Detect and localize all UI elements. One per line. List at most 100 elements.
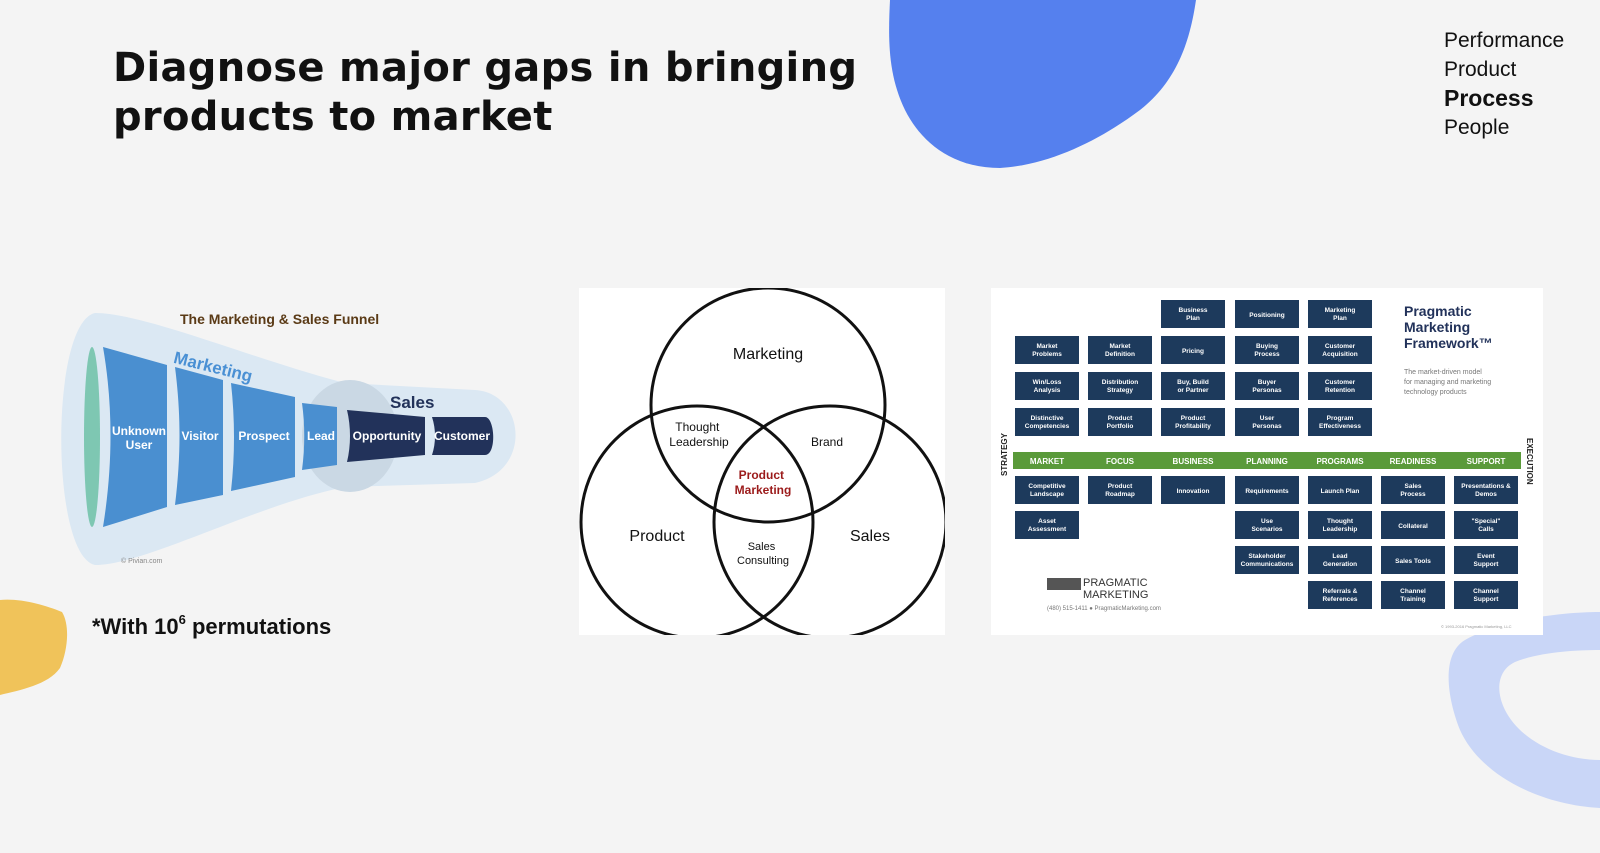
sales-consulting-line-1: Sales — [748, 541, 776, 553]
unknown-user-line-2: User — [126, 438, 153, 452]
logo-line-1: PRAGMATIC — [1083, 577, 1148, 589]
stage-visitor — [175, 367, 223, 505]
framework-box-line: Market — [1037, 343, 1059, 350]
framework-box-bg — [1454, 546, 1518, 574]
framework-box-line: Thought — [1327, 518, 1354, 525]
column-label: FOCUS — [1106, 457, 1135, 466]
thought-leadership-line-1: Thought — [675, 420, 720, 434]
column-label: PLANNING — [1246, 457, 1288, 466]
framework-box-line: Leadership — [1323, 526, 1358, 533]
title-line-2: products to market — [113, 94, 553, 140]
framework-box-label: Collateral — [1398, 523, 1428, 530]
framework-box-bg — [1015, 336, 1079, 364]
nav-item-product[interactable]: Product — [1444, 58, 1517, 81]
framework-box-line: or Partner — [1177, 387, 1209, 394]
framework-box-bg — [1235, 476, 1299, 504]
funnel-mouth — [84, 347, 100, 527]
framework-box-bg — [1015, 511, 1079, 539]
framework-copyright: © 1993-2016 Pragmatic Marketing, LLC — [1441, 624, 1512, 629]
funnel-diagram: The Marketing & Sales Funnel Marketing S… — [61, 311, 516, 565]
framework-box-line: Product — [1108, 415, 1133, 422]
sales-consulting-line-2: Consulting — [737, 555, 789, 567]
framework-box-bg — [1088, 476, 1152, 504]
framework-box-line: Collateral — [1398, 523, 1428, 530]
framework-box-bg — [1088, 372, 1152, 400]
framework-box-bg — [1454, 476, 1518, 504]
framework-box-line: Presentations & — [1461, 483, 1511, 490]
framework-box-line: Lead — [1332, 553, 1347, 560]
framework-box-line: Scenarios — [1251, 526, 1282, 533]
framework-box: Referrals &References — [1308, 581, 1372, 609]
framework-box-line: Sales — [1405, 483, 1422, 490]
framework-box-label: Referrals &References — [1322, 588, 1357, 603]
framework-box-line: Product — [1181, 415, 1206, 422]
framework-box-line: Channel — [1400, 588, 1426, 595]
label-sales-consulting: Sales Consulting — [737, 541, 789, 567]
framework-box-line: References — [1322, 596, 1357, 603]
framework-box-line: Calls — [1478, 526, 1494, 533]
yellow-blob — [0, 599, 68, 695]
nav-item-people[interactable]: People — [1444, 116, 1510, 139]
framework-box-line: User — [1260, 415, 1275, 422]
label-product-marketing: Product Marketing — [735, 468, 792, 497]
framework-box-line: Pricing — [1182, 348, 1204, 355]
framework-box-line: Positioning — [1249, 312, 1284, 319]
framework-box-line: Customer — [1325, 343, 1356, 350]
thought-leadership-line-2: Leadership — [669, 435, 729, 449]
label-sales: Sales — [850, 528, 890, 545]
framework-box-bg — [1454, 511, 1518, 539]
framework-box-line: Customer — [1325, 379, 1356, 386]
framework-box-bg — [1015, 476, 1079, 504]
footnote-exponent: 6 — [178, 612, 186, 627]
nav-item-performance[interactable]: Performance — [1444, 29, 1565, 52]
framework-box: Requirements — [1235, 476, 1299, 504]
framework-box-bg — [1235, 511, 1299, 539]
framework-box: Sales Tools — [1381, 546, 1445, 574]
framework-subtitle-line-1: The market-driven model — [1404, 369, 1482, 376]
framework-box-bg — [1381, 476, 1445, 504]
framework-box-line: Process — [1400, 491, 1426, 498]
framework-box-line: Roadmap — [1105, 491, 1135, 498]
framework-box-bg — [1161, 372, 1225, 400]
framework-box-label: Sales Tools — [1395, 558, 1431, 565]
nav-item-process[interactable]: Process — [1444, 85, 1534, 111]
funnel-title: The Marketing & Sales Funnel — [180, 311, 379, 327]
framework-box: Launch Plan — [1308, 476, 1372, 504]
framework-box-bg — [1235, 546, 1299, 574]
framework-box-line: Buy, Build — [1177, 379, 1209, 386]
venn-panel — [579, 288, 945, 635]
framework-box-line: Landscape — [1030, 491, 1064, 498]
funnel-credit: © Pivian.com — [121, 557, 163, 565]
framework-box-line: Distribution — [1102, 379, 1138, 386]
label-product: Product — [629, 528, 685, 545]
stage-label-prospect: Prospect — [238, 429, 289, 443]
framework-box-line: Competitive — [1028, 483, 1066, 490]
framework-box-bg — [1454, 581, 1518, 609]
